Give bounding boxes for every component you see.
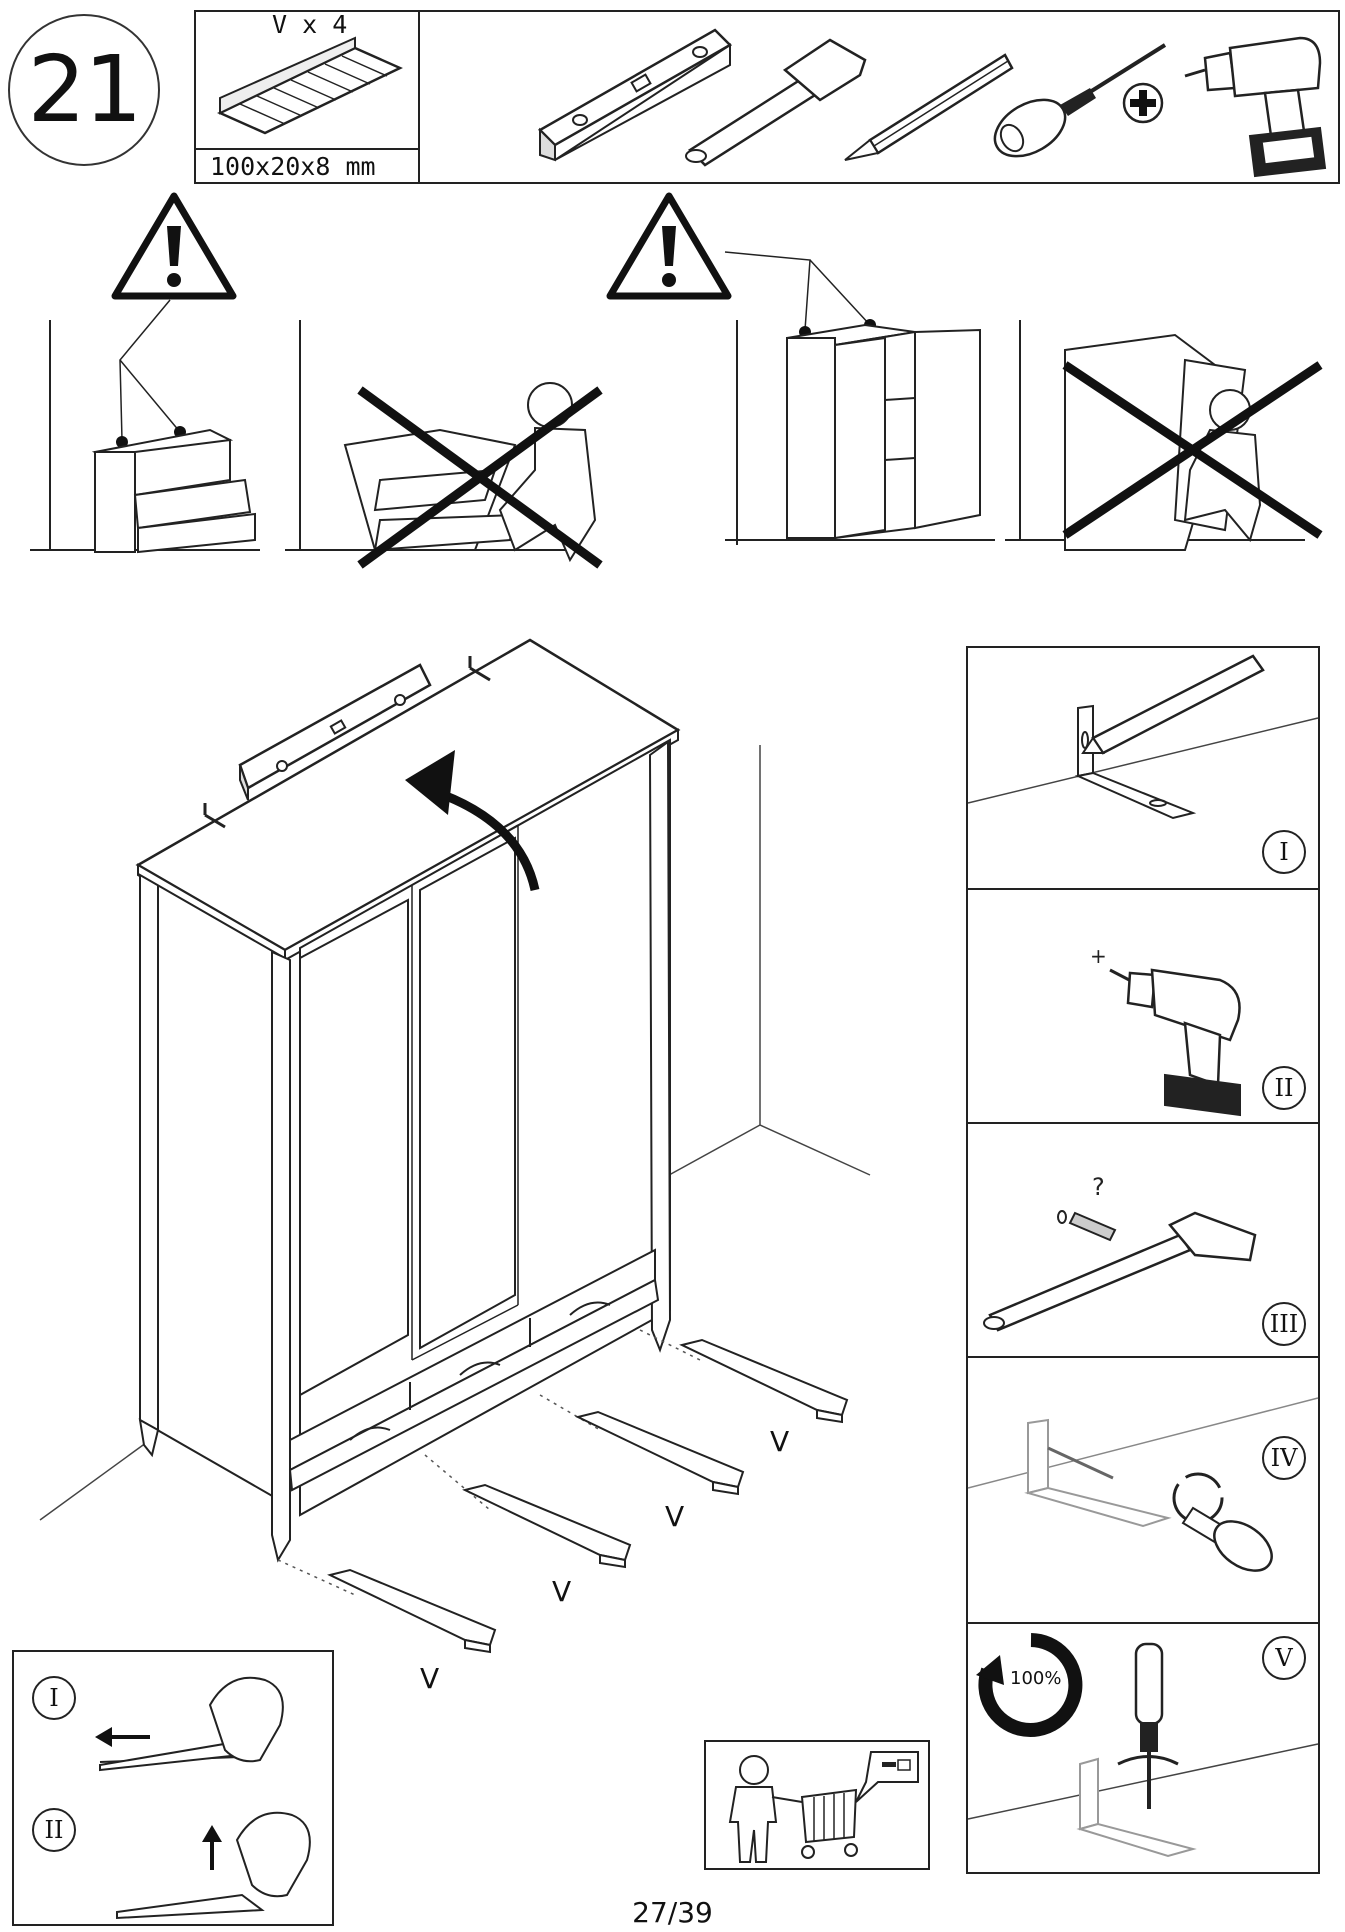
dimension-divider bbox=[194, 148, 420, 150]
wedge-push-illustration bbox=[95, 1676, 284, 1772]
step-label-II: II bbox=[1262, 1066, 1306, 1110]
hammer-icon bbox=[685, 38, 867, 167]
rotation-100-icon bbox=[976, 1633, 1083, 1737]
wardrobe-leveling-illustration bbox=[39, 638, 871, 1596]
wedge-label: V bbox=[770, 1425, 790, 1458]
step-number: 21 bbox=[27, 36, 142, 143]
cordless-drill-icon: + bbox=[1090, 944, 1241, 1117]
chest-wall-fixed-illustration bbox=[30, 299, 260, 554]
wedge-label: V bbox=[552, 1575, 572, 1608]
mark-bracket-illustration bbox=[967, 654, 1319, 820]
phillips-screwdriver-icon bbox=[993, 43, 1167, 158]
wedge-part-icon bbox=[217, 36, 403, 135]
shopping-cart-icon bbox=[728, 1751, 919, 1863]
wedge-label: V bbox=[420, 1662, 440, 1695]
svg-text:+: + bbox=[1090, 944, 1107, 968]
step-number-badge: 21 bbox=[8, 14, 160, 166]
wall-step-panel-4 bbox=[966, 1356, 1320, 1624]
rotation-label: 100% bbox=[1010, 1668, 1062, 1689]
warning-triangle-icon bbox=[606, 192, 732, 300]
spirit-level-icon bbox=[537, 28, 733, 162]
page-number: 27/39 bbox=[632, 1896, 713, 1929]
wedge-step-label-I: I bbox=[32, 1676, 76, 1720]
part-dimensions: 100x20x8 mm bbox=[210, 152, 376, 181]
wedge-step-label-II: II bbox=[32, 1808, 76, 1852]
phillips-head-icon bbox=[1122, 82, 1164, 124]
wardrobe-tipping-crossed-illustration bbox=[1005, 320, 1323, 551]
step-label-III: III bbox=[1262, 1302, 1306, 1346]
insert-plug-illustration: ? bbox=[983, 1173, 1257, 1332]
wedge-part-icon bbox=[679, 1338, 849, 1424]
wedge-part-icon bbox=[462, 1483, 632, 1569]
tighten-bracket-illustration bbox=[967, 1642, 1319, 1858]
screw-bracket-illustration bbox=[967, 1397, 1319, 1572]
step-label-V: V bbox=[1262, 1636, 1306, 1680]
wedge-label: V bbox=[665, 1500, 685, 1533]
wall-step-panel-5 bbox=[966, 1622, 1320, 1874]
step-label-IV: IV bbox=[1262, 1436, 1306, 1480]
part-quantity: V x 4 bbox=[272, 10, 348, 39]
wedge-part-icon bbox=[575, 1410, 745, 1496]
step-label-I: I bbox=[1262, 830, 1306, 874]
wedge-part-icon bbox=[327, 1568, 497, 1654]
question-mark: ? bbox=[1092, 1173, 1105, 1201]
wardrobe-wall-fixed-illustration bbox=[724, 251, 995, 545]
cordless-drill-icon bbox=[1184, 36, 1327, 178]
warning-triangle-icon bbox=[111, 192, 237, 300]
pencil-icon bbox=[844, 53, 1014, 161]
parts-divider bbox=[418, 10, 420, 184]
wedge-snap-illustration bbox=[116, 1811, 311, 1920]
chest-tipping-crossed-illustration bbox=[285, 320, 603, 569]
